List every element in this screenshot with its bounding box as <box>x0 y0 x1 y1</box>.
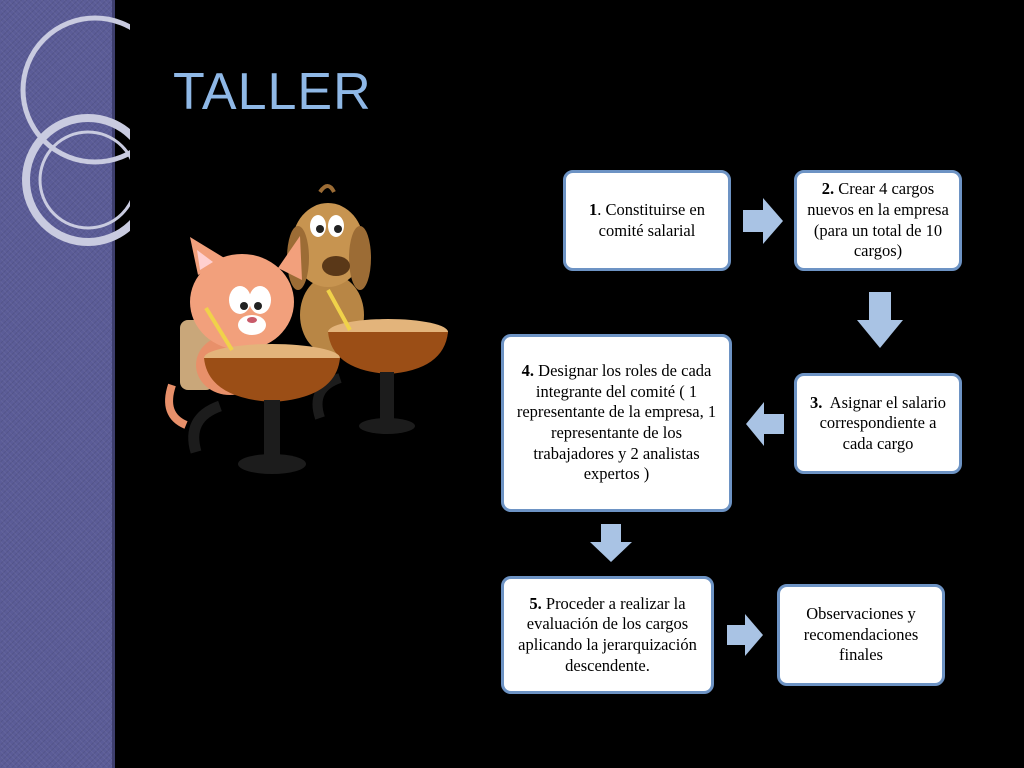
step-2-number: 2. <box>821 179 835 199</box>
final-text: Observaciones y recomendaciones finales <box>788 604 934 666</box>
step-2-box: 2. Crear 4 cargos nuevos en la empresa (… <box>794 170 962 271</box>
left-arrow-icon <box>746 402 784 446</box>
step-1-separator: . <box>597 199 606 219</box>
step-1-text: 1. Constituirse en comité salarial <box>574 200 720 241</box>
final-box: Observaciones y recomendaciones finales <box>777 584 945 686</box>
step-5-text: 5. Proceder a realizar la evaluación de … <box>512 594 703 677</box>
down-arrow-icon <box>590 524 632 562</box>
slide-title: TALLER <box>173 63 372 121</box>
step-1-label: Constituirse en comité salarial <box>598 199 705 240</box>
step-5-label: Proceder a realizar la evaluación de los… <box>518 593 697 675</box>
cat-and-dog-at-desks-illustration <box>165 184 448 474</box>
step-3-text: 3. Asignar el salario correspondiente a … <box>805 393 951 455</box>
final-label: Observaciones y recomendaciones finales <box>803 604 919 665</box>
step-4-number: 4. <box>521 361 535 381</box>
step-3-separator <box>822 393 829 412</box>
right-arrow-icon <box>743 198 783 244</box>
step-2-label: Crear 4 cargos nuevos en la empresa (par… <box>807 179 949 261</box>
decorative-rings <box>20 15 130 246</box>
step-4-text: 4. Designar los roles de cada integrante… <box>512 361 721 485</box>
step-3-number: 3. <box>809 392 823 412</box>
step-1-number: 1 <box>589 199 598 219</box>
down-arrow-icon <box>857 292 903 348</box>
step-3-label: Asignar el salario correspondiente a cad… <box>819 392 947 453</box>
step-5-number: 5. <box>529 593 542 613</box>
step-1-box: 1. Constituirse en comité salarial <box>563 170 731 271</box>
step-2-text: 2. Crear 4 cargos nuevos en la empresa (… <box>805 179 951 262</box>
step-4-label: Designar los roles de cada integrante de… <box>516 361 717 484</box>
step-4-box: 4. Designar los roles de cada integrante… <box>501 334 732 512</box>
right-arrow-icon <box>727 614 763 656</box>
step-5-box: 5. Proceder a realizar la evaluación de … <box>501 576 714 694</box>
step-3-box: 3. Asignar el salario correspondiente a … <box>794 373 962 474</box>
sidebar-edge <box>112 0 115 768</box>
